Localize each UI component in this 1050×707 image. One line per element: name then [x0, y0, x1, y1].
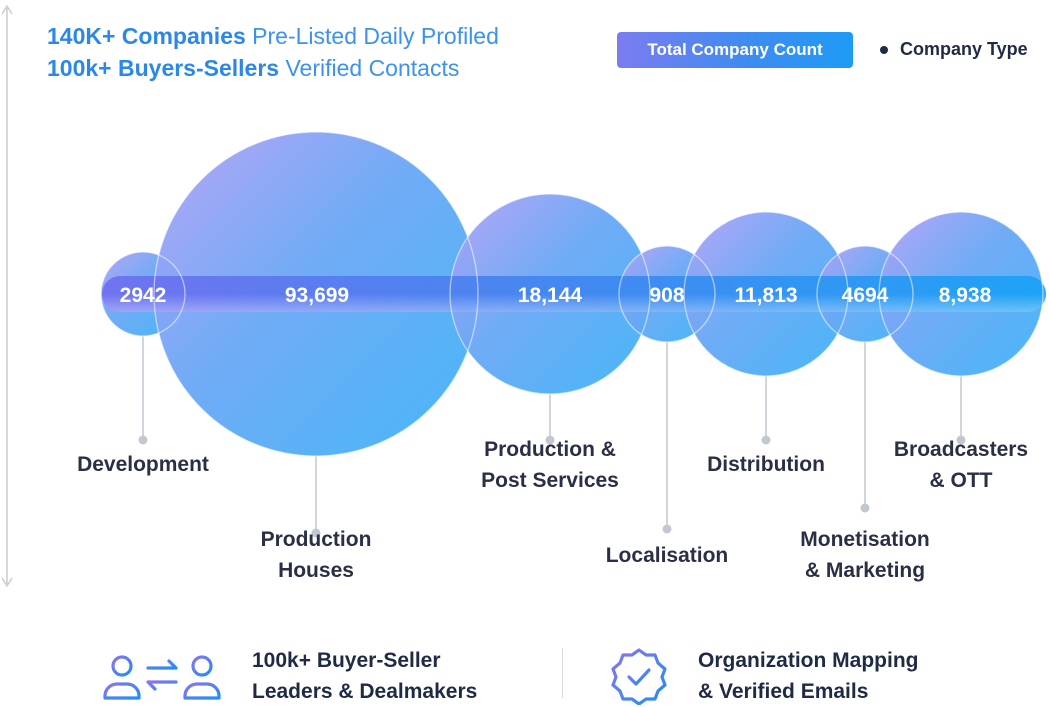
- category-label-line: Post Services: [481, 469, 619, 492]
- connector-dot-production-and-post-services: [545, 435, 555, 445]
- verified-badge-icon: [611, 648, 667, 705]
- feature-buyer-seller-line-1: 100k+ Buyer-Seller: [252, 649, 441, 672]
- connector-dot-localisation: [662, 524, 672, 534]
- category-label-line: Houses: [278, 559, 354, 582]
- headline-line-1: 140K+ Companies Pre-Listed Daily Profile…: [47, 20, 499, 52]
- connector-dot-development: [138, 435, 148, 445]
- axis-arrow-down-icon: [1, 577, 13, 588]
- feature-organization-mapping: Organization Mapping & Verified Emails: [611, 645, 919, 707]
- headline-companies-text: Pre-Listed Daily Profiled: [252, 23, 499, 49]
- category-label-line: Distribution: [707, 453, 825, 476]
- category-label-line: & Marketing: [805, 559, 925, 582]
- total-count-band: [102, 276, 1046, 312]
- feature-buyer-seller-line-2: Leaders & Dealmakers: [252, 680, 478, 703]
- connector-dot-distribution: [761, 435, 771, 445]
- feature-organization-mapping-line-1: Organization Mapping: [698, 649, 919, 672]
- headline-contacts-count: 100k+ Buyers-Sellers: [47, 55, 280, 81]
- category-label-broadcasters-and-ott: Broadcasters & OTT: [894, 438, 1028, 492]
- category-label-production-and-post-services: Production & Post Services: [481, 438, 619, 492]
- bubble-outline-production-and-post-services: [449, 193, 651, 395]
- value-label-localisation: 908: [649, 284, 684, 307]
- value-label-production-and-post-services: 18,144: [518, 284, 583, 307]
- feature-organization-mapping-line-2: & Verified Emails: [698, 680, 869, 703]
- category-label-development: Development: [77, 453, 209, 476]
- headline-contacts-text: Verified Contacts: [285, 55, 460, 81]
- bubble-outlines: [100, 131, 1044, 457]
- category-label-line: Production: [261, 528, 372, 551]
- value-labels: 2942 93,699 18,144 908 11,813 4694 8,938: [120, 284, 992, 307]
- category-label-line: Production &: [484, 438, 616, 461]
- feature-divider: [562, 648, 563, 698]
- value-label-development: 2942: [120, 284, 167, 307]
- category-label-monetisation-and-marketing: Monetisation & Marketing: [800, 528, 930, 582]
- headline: 140K+ Companies Pre-Listed Daily Profile…: [47, 20, 499, 84]
- value-label-monetisation-and-marketing: 4694: [842, 284, 889, 307]
- vertical-axis: [1, 4, 13, 588]
- buyer-seller-exchange-icon: [103, 655, 221, 700]
- bubble-outline-development: [100, 251, 186, 337]
- category-label-line: Broadcasters: [894, 438, 1028, 461]
- feature-buyer-seller: 100k+ Buyer-Seller Leaders & Dealmakers: [102, 645, 477, 707]
- value-label-distribution: 11,813: [734, 284, 797, 307]
- legend-company-type-label: Company Type: [900, 39, 1028, 59]
- category-label-line: Localisation: [606, 544, 729, 567]
- value-label-broadcasters-and-ott: 8,938: [939, 284, 992, 307]
- connector-dot-monetisation-and-marketing: [860, 503, 870, 513]
- bubble-outline-production-houses: [153, 131, 479, 457]
- category-label-line: Monetisation: [800, 528, 930, 551]
- bubble-outline-localisation: [618, 245, 716, 343]
- headline-companies-count: 140K+ Companies: [47, 23, 246, 49]
- connector-lines: [138, 336, 966, 538]
- category-label-line: & OTT: [930, 469, 993, 492]
- bubble-outline-monetisation-and-marketing: [816, 245, 914, 343]
- bubble-outline-distribution: [683, 211, 849, 377]
- legend-dot-icon: [880, 45, 888, 54]
- legend-company-type: Company Type: [880, 39, 1028, 60]
- bubble-outline-broadcasters-and-ott: [878, 211, 1044, 377]
- connector-dot-production-houses: [311, 528, 321, 538]
- value-label-production-houses: 93,699: [285, 284, 349, 307]
- connector-dot-broadcasters-and-ott: [956, 435, 966, 445]
- category-label-localisation: Localisation: [606, 544, 729, 567]
- bubble-chart: 2942 93,699 18,144 908 11,813 4694 8,938 Devel…: [1, 4, 1046, 588]
- axis-arrow-up-icon: [1, 4, 13, 15]
- category-label-distribution: Distribution: [707, 453, 825, 476]
- headline-line-2: 100k+ Buyers-Sellers Verified Contacts: [47, 52, 499, 84]
- legend-total-company-count: Total Company Count: [617, 32, 853, 68]
- category-label-line: Development: [77, 453, 209, 476]
